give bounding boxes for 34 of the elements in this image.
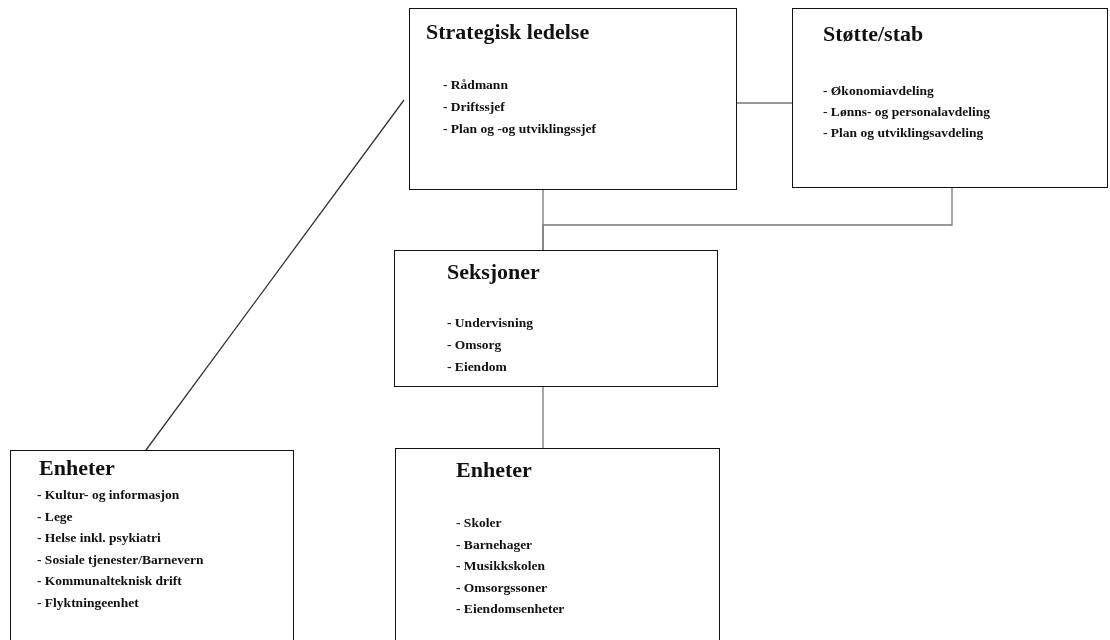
unit-box [394, 250, 718, 387]
list-item: - Flyktningeenhet [37, 594, 139, 611]
list-item: - Rådmann [443, 77, 508, 93]
list-item: - Lege [37, 508, 73, 525]
list-item: - Omsorg [447, 337, 502, 353]
list-item: - Skoler [456, 515, 502, 531]
list-item: - Musikkskolen [456, 558, 545, 574]
connector-line [145, 99, 405, 451]
connector-line [542, 386, 544, 449]
list-item: - Helse inkl. psykiatri [37, 530, 161, 546]
box-heading: Strategisk ledelse [426, 19, 590, 45]
list-item: - Plan og utviklingsavdeling [823, 125, 984, 141]
list-item: - Barnehager [456, 536, 533, 553]
box-heading: Enheter [456, 457, 532, 483]
list-item: - Eiendom [447, 359, 507, 375]
box-heading: Støtte/stab [823, 21, 924, 47]
box-heading: Seksjoner [447, 259, 540, 285]
list-item: - Eiendomsenheter [456, 601, 565, 617]
list-item: - Plan og -og utviklingssjef [443, 121, 596, 137]
unit-box [395, 448, 720, 640]
unit-box [409, 8, 737, 190]
unit-box [10, 450, 294, 640]
list-item: - Driftssjef [443, 99, 505, 115]
box-heading: Enheter [39, 455, 115, 481]
list-item: - Sosiale tjenester/Barnevern [37, 551, 204, 568]
list-item: - Omsorgssoner [456, 579, 548, 596]
list-item: - Undervisning [447, 315, 533, 331]
list-item: - Kommunalteknisk drift [37, 573, 182, 589]
connector-line [542, 187, 953, 251]
list-item: - Lønns- og personalavdeling [823, 104, 990, 120]
unit-box [792, 8, 1108, 188]
connector-line [736, 102, 793, 104]
list-item: - Økonomiavdeling [823, 83, 934, 99]
list-item: - Kultur- og informasjon [37, 487, 180, 503]
